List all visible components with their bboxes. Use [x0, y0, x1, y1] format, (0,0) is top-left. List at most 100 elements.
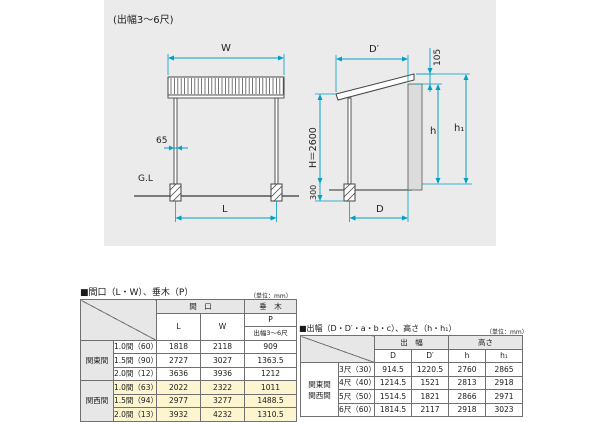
- table1-P: 1310.5: [244, 407, 297, 422]
- table1-W: 4232: [200, 407, 245, 422]
- h-arrow-bottom: [435, 178, 441, 184]
- table2-h1: 3023: [485, 402, 523, 417]
- dim-105-label: 105: [433, 49, 443, 66]
- table1-W: 3027: [200, 353, 245, 368]
- w-label: W: [221, 43, 231, 54]
- table1-header-P-sub: 出幅3～6尺: [244, 326, 297, 341]
- w-arrow-left: [168, 55, 174, 61]
- side-foundation-hatch: [343, 183, 356, 202]
- h2600-label: H＝2600: [308, 127, 319, 168]
- table1-W: 3936: [200, 366, 245, 381]
- table2-unit: （単位：mm）: [486, 329, 528, 336]
- table1-P: 1488.5: [244, 393, 297, 408]
- table2-h1: 2865: [485, 362, 523, 377]
- dprime-arrow-right: [402, 56, 408, 62]
- table2-header-dehaba: 出 幅: [374, 335, 449, 350]
- dim-300-label: 300: [309, 185, 318, 200]
- h1-label: h₁: [454, 123, 464, 134]
- table2-Dprime: 1521: [411, 375, 449, 390]
- table2-h1: 2918: [485, 375, 523, 390]
- table2-title: ■出幅（D・D′・a・b・c）、高さ（h・h₁）: [299, 324, 457, 333]
- table1-W: 2322: [200, 380, 245, 395]
- table1-corner-cell: [80, 299, 157, 341]
- table2-header-takasa: 高さ: [448, 335, 523, 350]
- table2-header-Dprime: D′: [411, 348, 449, 363]
- table2-size: 6尺（60）: [338, 402, 375, 417]
- h2600-arrow-top: [317, 94, 323, 100]
- table2-D: 1514.5: [374, 389, 412, 404]
- table1-size: 2.0間（12）: [113, 366, 157, 381]
- dprime-arrow-left: [336, 56, 342, 62]
- h1-arrow-top: [463, 74, 469, 80]
- table2-D: 1814.5: [374, 402, 412, 417]
- table1-L: 2727: [156, 353, 201, 368]
- l-label: L: [222, 204, 228, 215]
- table2-Dprime: 1220.5: [411, 362, 449, 377]
- table1-size: 1.5間（90）: [113, 353, 157, 368]
- h-arrow-top: [435, 84, 441, 90]
- l-arrow-right: [270, 215, 277, 221]
- table2-h: 2918: [448, 402, 486, 417]
- ground-label: G.L: [138, 174, 153, 184]
- front-roof-panel: [167, 76, 285, 96]
- table1-L: 2022: [156, 380, 201, 395]
- front-roof-beam: [167, 94, 285, 99]
- table1-header-P: P: [244, 312, 297, 327]
- table2-size: 4尺（40）: [338, 375, 375, 390]
- table1-L: 3636: [156, 366, 201, 381]
- drawing-background: [104, 0, 496, 246]
- table2-h: 2813: [448, 375, 486, 390]
- side-roof: [335, 73, 415, 101]
- table1-W: 3277: [200, 393, 245, 408]
- table2-h: 2866: [448, 389, 486, 404]
- table1-L: 2977: [156, 393, 201, 408]
- table2-corner-cell: [300, 335, 375, 363]
- table2-header-D: D: [374, 348, 412, 363]
- table1-group-kansai: 関西間: [80, 380, 114, 422]
- table1-size: 1.0間（63）: [113, 380, 157, 395]
- table2-h: 2760: [448, 362, 486, 377]
- table2-header-h1: h₁: [485, 348, 523, 363]
- table1-P: 1212: [244, 366, 297, 381]
- front-view: W 65 L: [156, 43, 285, 222]
- table2-group-kansai: 関西間: [300, 389, 339, 417]
- l-arrow-left: [175, 215, 182, 221]
- table1-P: 1011: [244, 380, 297, 395]
- maguchi-taruki-table: 間 口 垂 木 L W P 出幅3～6尺 関東間 1.0間（60） 1818 2…: [80, 299, 297, 422]
- table1-unit: （単位：mm）: [250, 293, 292, 300]
- table2-D: 914.5: [374, 362, 412, 377]
- table2-size: 3尺（30）: [338, 362, 375, 377]
- table2-group-kanto: 関東間: [300, 362, 339, 390]
- table2-D: 1214.5: [374, 375, 412, 390]
- post-width-arrow-1: [169, 145, 174, 151]
- table1-L: 1818: [156, 339, 201, 354]
- right-post: [274, 97, 279, 185]
- d-arrow-right: [402, 215, 408, 221]
- right-foundation-hatch: [270, 183, 283, 202]
- table1-header-maguchi: 間 口: [156, 299, 245, 314]
- table1-size: 1.5間（94）: [113, 393, 157, 408]
- h2600-arrow-bottom: [317, 178, 323, 184]
- table1-P: 909: [244, 339, 297, 354]
- post-width-arrow-2: [177, 145, 182, 151]
- side-post: [347, 97, 352, 185]
- left-foundation-hatch: [169, 183, 182, 202]
- dprime-label: D′: [369, 44, 380, 55]
- table1-header-W: W: [200, 312, 245, 341]
- table1-L: 3932: [156, 407, 201, 422]
- side-view: D′ 105 H＝2600 300 h h₁: [308, 44, 472, 222]
- drawing-caption: (出幅3～6尺): [113, 13, 174, 26]
- post-width-label: 65: [156, 136, 167, 146]
- roof-corrugation: [170, 78, 284, 94]
- h-label: h: [430, 126, 436, 137]
- table2-Dprime: 2117: [411, 402, 449, 417]
- left-post: [173, 97, 178, 185]
- w-arrow-right: [278, 55, 284, 61]
- dehaba-takasa-table: 出 幅 高さ D D′ h h₁ 関東間 3尺（30） 914.5 1220.5…: [300, 335, 523, 417]
- table1-size: 1.0間（60）: [113, 339, 157, 354]
- table1-group-kanto: 関東間: [80, 339, 114, 381]
- table2-size: 5尺（50）: [338, 389, 375, 404]
- table1-P: 1363.5: [244, 353, 297, 368]
- table1-size: 2.0間（13）: [113, 407, 157, 422]
- h1-arrow-bottom: [463, 178, 469, 184]
